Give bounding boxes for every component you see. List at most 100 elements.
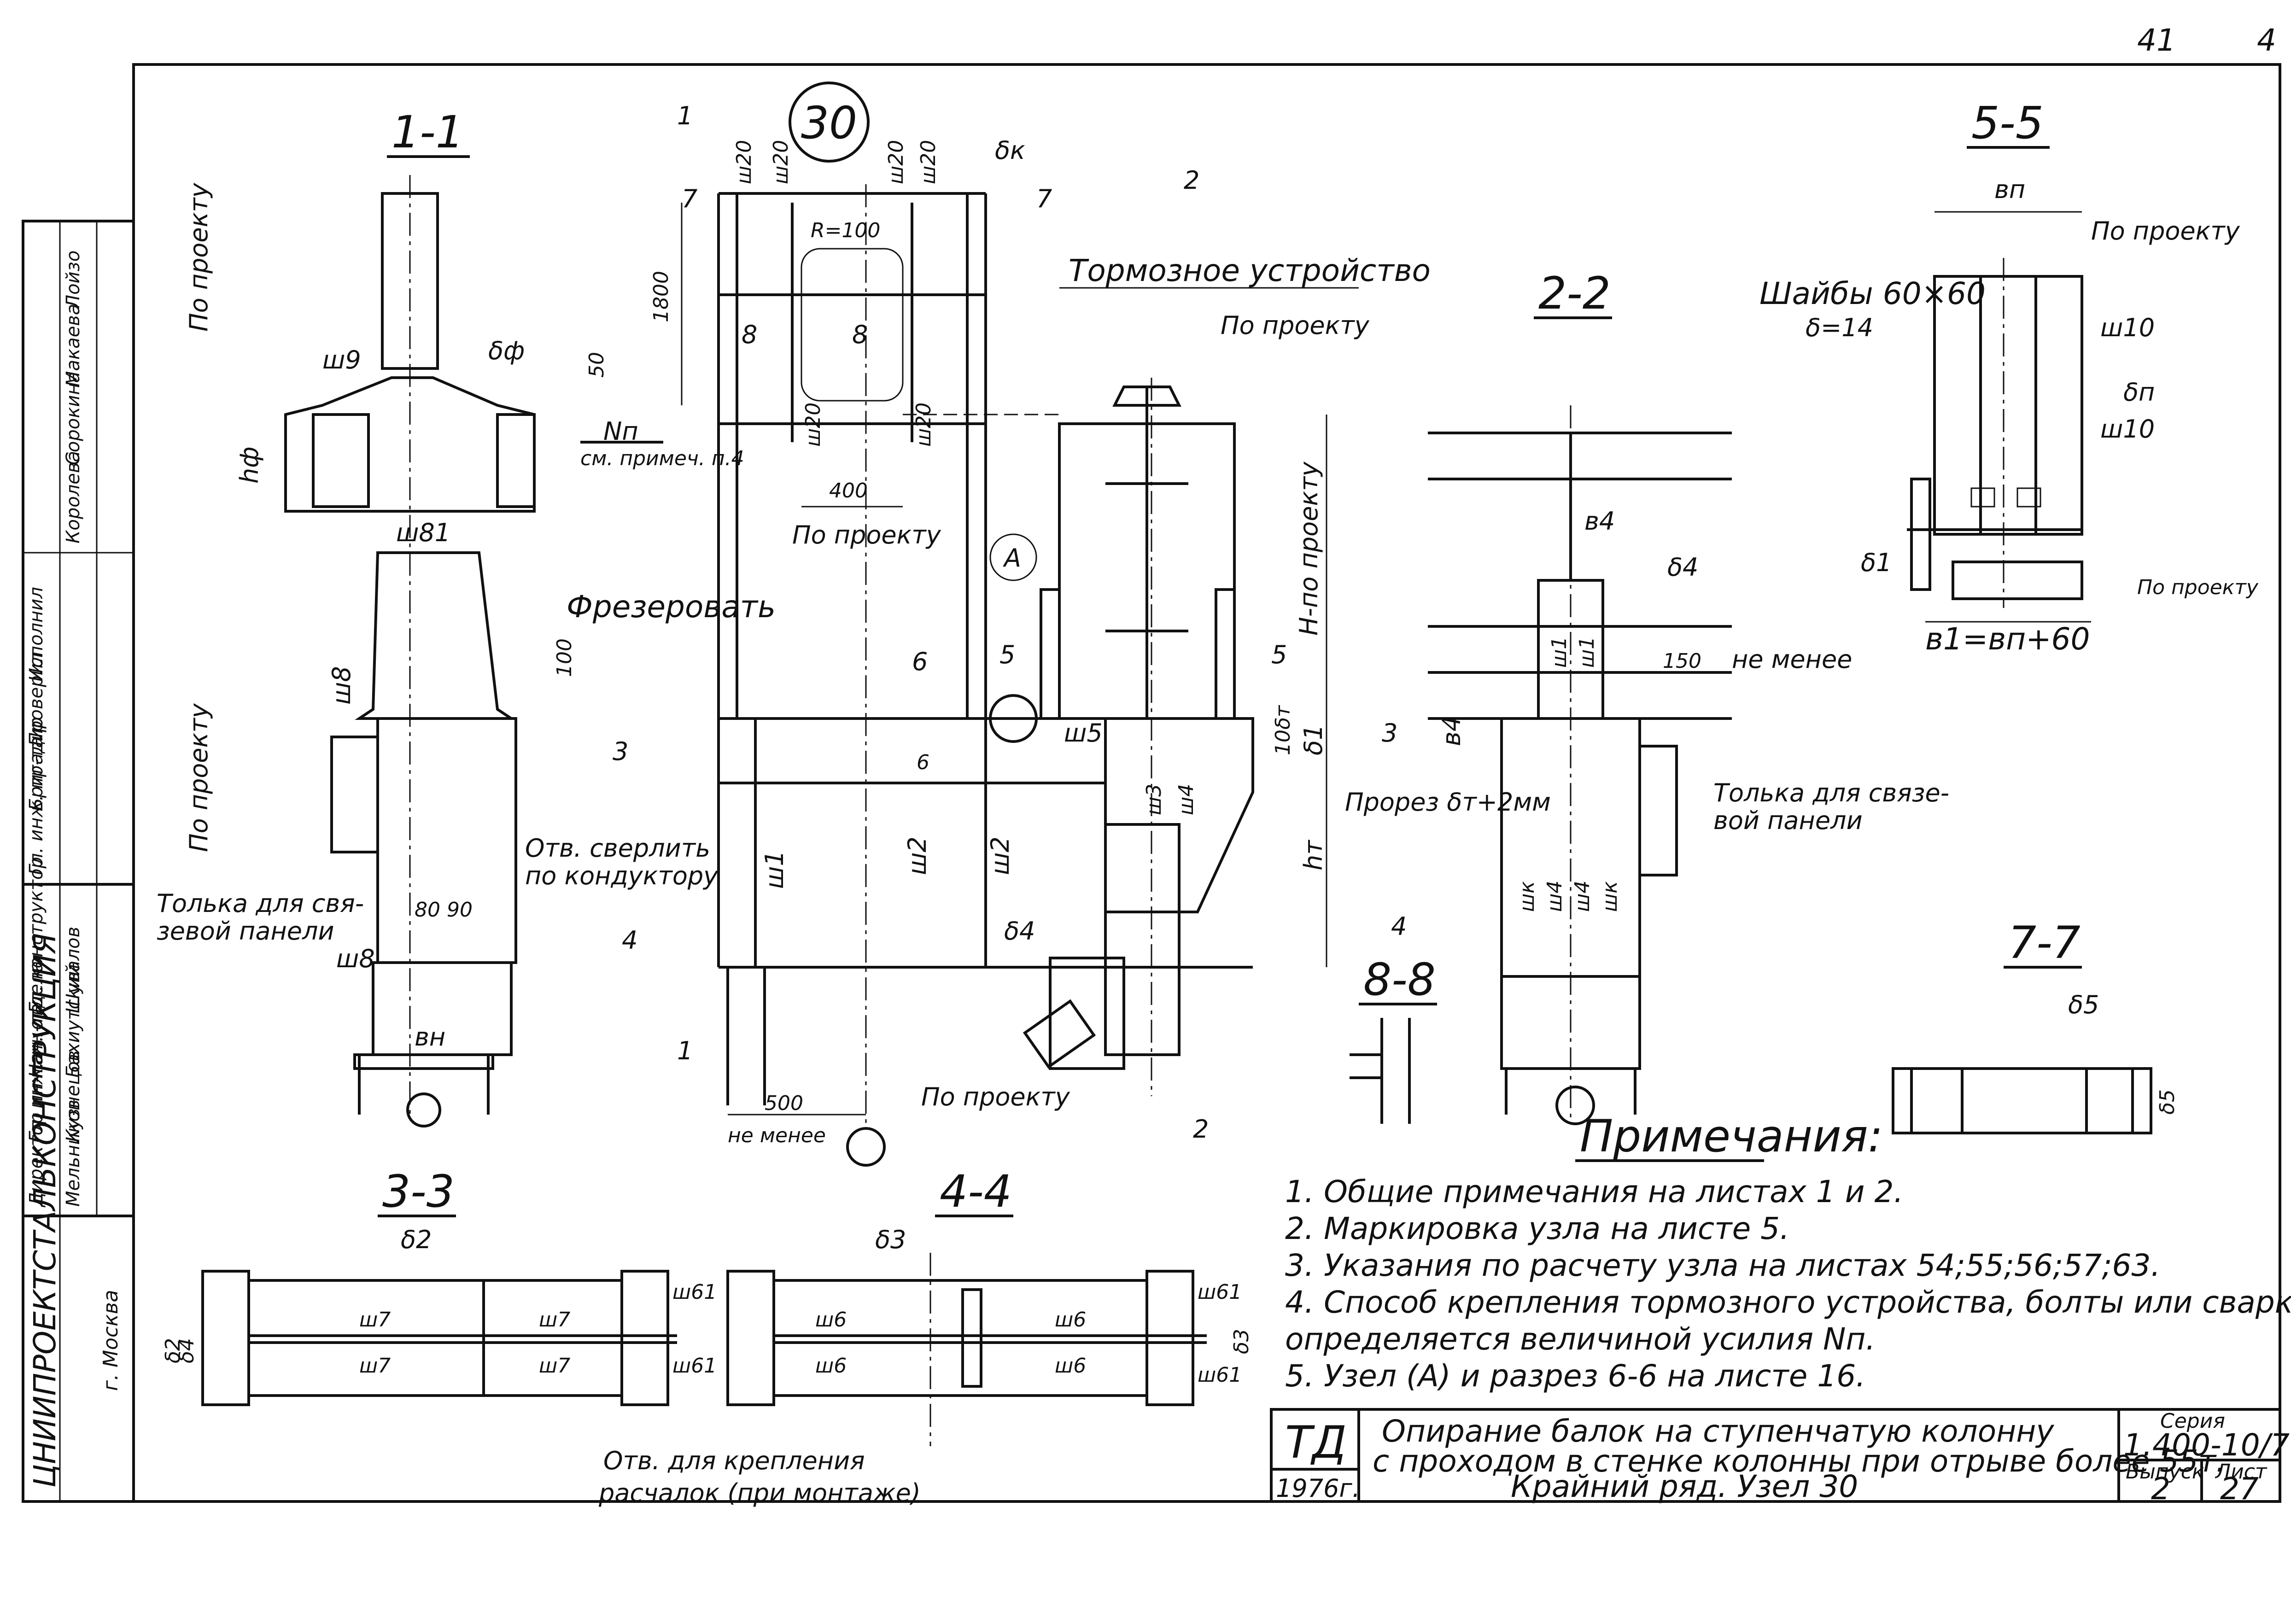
s33-d2: δ2: [401, 1225, 432, 1254]
cut-7-right: 7: [1036, 184, 1052, 213]
s22-b4: в4: [1584, 507, 1615, 536]
stamp-role: Гл. инж. пр-та: [26, 736, 47, 875]
section-5-5: 5-5 вп По проекту По проекту Шайбы 60×60…: [1759, 97, 2259, 657]
s11-tolka-1: Толька для свя-: [157, 889, 364, 918]
s11-otv-2: по кондуктору: [525, 861, 719, 890]
stamp-role: Директор ин-та: [26, 1054, 47, 1208]
note-1: 1. Общие примечания на листах 1 и 2.: [1285, 1174, 1903, 1209]
main-ne-menee: не менее: [728, 1124, 826, 1147]
stamp-name: Кузнецов: [63, 1051, 84, 1142]
section-title-8-8: 8-8: [1363, 954, 1436, 1005]
node-badge-circle: [789, 82, 870, 163]
main-ht: hт: [1299, 840, 1328, 870]
section-8-8: 8-8: [1350, 954, 1437, 1124]
cut-1-top: 1: [677, 101, 693, 130]
main-elevation: А 1800 400 500 не менее R=100 Тормозное …: [567, 101, 1431, 1167]
note-4: 4. Способ крепления тормозного устройств…: [1285, 1285, 2291, 1320]
s11-hf: hф: [235, 447, 264, 484]
s55-d1: δ1: [1861, 548, 1892, 577]
s44-sh6-3: ш6: [1055, 1308, 1086, 1332]
stamp-name: Лойзо: [63, 251, 84, 310]
s55-sh10-2: ш10: [2100, 415, 2155, 444]
s22-b4-side: в4: [1437, 716, 1466, 746]
main-sh4: ш4: [1175, 784, 1198, 815]
s77-d5-side: δ5: [2156, 1089, 2179, 1115]
s11-sh8: ш8: [327, 666, 356, 705]
cut-1-bottom: 1: [677, 1036, 693, 1065]
s55-b1-formula: в1=вп+60: [1925, 621, 2090, 657]
main-po-proektu-2: По проекту: [792, 520, 941, 549]
stamp-name: Мельников: [63, 1099, 84, 1207]
s55-bp: вп: [1994, 175, 2025, 204]
stamp-name: Сорокина: [63, 372, 84, 465]
main-a-mark: А: [1003, 543, 1021, 572]
s44-otv-1: Отв. для крепления: [603, 1446, 865, 1475]
s22-prorez: Прорез δт+2мм: [1345, 788, 1551, 817]
stamp-name: Макаева: [63, 304, 84, 387]
note-4b: определяется величиной усилия Nп.: [1285, 1321, 1876, 1357]
note-2: 2. Маркировка узла на листе 5.: [1285, 1211, 1789, 1246]
s11-df: δф: [488, 336, 525, 365]
s22-ne-menee: не менее: [1732, 645, 1852, 674]
section-title-3-3: 3-3: [382, 1166, 455, 1217]
title-series-label: Серия: [2160, 1409, 2225, 1433]
cut-2-top: 2: [1184, 166, 1199, 195]
title-year: 1976г.: [1276, 1474, 1360, 1503]
cut-4: 4: [622, 926, 637, 955]
notes: Примечания: 1. Общие примечания на листа…: [1285, 1110, 2291, 1394]
cut-5-left: 5: [999, 640, 1015, 669]
main-sh20-4: ш20: [917, 140, 940, 184]
s22-cut-3: 3: [1382, 719, 1397, 748]
stamp-role: Исполнил: [26, 587, 47, 682]
s44-d3-side: δ3: [1230, 1329, 1253, 1354]
main-sh2-a: ш2: [903, 836, 932, 875]
title-list-label: Лист: [2215, 1460, 2268, 1484]
s22-sh4-2: ш4: [1571, 881, 1594, 912]
s44-otv-2: расчалок (при монтаже): [598, 1478, 921, 1507]
stamp-role: Бригадир: [26, 717, 47, 811]
main-frezerovat: Фрезеровать: [567, 589, 776, 625]
s55-sh10-1: ш10: [2100, 313, 2155, 342]
note-3: 3. Указания по расчету узла на листах 54…: [1285, 1248, 2160, 1283]
s44-d3: δ3: [875, 1225, 906, 1254]
s22-cut-4: 4: [1391, 912, 1407, 941]
cut-8-right: 8: [852, 320, 868, 349]
main-1800: 1800: [649, 271, 673, 322]
title-vypusk-label: Выпуск: [2126, 1460, 2204, 1484]
stamp-name: Королева: [63, 451, 84, 543]
title-list-value: 27: [2220, 1471, 2259, 1507]
s22-sh1-2: ш1: [1575, 637, 1599, 668]
title-vypusk-value: 2: [2151, 1471, 2170, 1507]
section-title-2-2: 2-2: [1538, 268, 1611, 319]
node-badge: 30: [801, 97, 857, 149]
main-po-proektu-1: По проекту: [1221, 311, 1370, 340]
main-sh20-5: ш20: [801, 403, 825, 447]
s44-sh61-3: ш61: [1198, 1280, 1242, 1304]
section-4-4: 4-4 δ3 ш6 ш6 ш6 ш6 ш61 ш61 ш61 ш61 δ3 От…: [598, 1166, 1253, 1507]
section-title-7-7: 7-7: [2008, 917, 2081, 969]
main-d4: δ4: [1004, 917, 1035, 946]
main-tormoznoe: Тормозное устройство: [1069, 253, 1431, 288]
stamp-role: Гл. конструктор: [26, 857, 47, 1013]
main-sh20-6: ш20: [912, 403, 935, 447]
s33-d4-side: δ4: [175, 1338, 199, 1363]
main-sh5: ш5: [1064, 719, 1103, 748]
s44-sh6-4: ш6: [1055, 1354, 1086, 1378]
s22-shk-1: шк: [1515, 881, 1539, 912]
s22-shk-2: шк: [1598, 881, 1622, 912]
cut-5-right: 5: [1271, 640, 1287, 669]
stamp-name: Бахиутский: [63, 964, 84, 1078]
s44-sh61-1: ш61: [672, 1280, 717, 1304]
stamp-org: ЦНИИПРОЕКТСТАЛЬКОНСТРУКЦИЯ: [27, 933, 63, 1488]
title-block: ТД 1976г. Опирание балок на ступенчатую …: [1270, 1408, 2291, 1507]
notes-title: Примечания:: [1580, 1110, 1883, 1162]
main-dt-hint: 10δт: [1271, 705, 1295, 755]
s22-150: 150: [1663, 649, 1701, 673]
s55-shaiby-1: Шайбы 60×60: [1759, 276, 1986, 311]
s33-sh7-3: ш7: [539, 1308, 570, 1332]
title-series-value: 1.400-10/76: [2123, 1427, 2291, 1463]
main-sh20-3: ш20: [884, 140, 908, 184]
title-line-3: Крайний ряд. Узел 30: [1511, 1469, 1858, 1504]
section-1-1: 1-1 По проекту По проекту ш9 δф ш81 80 9…: [157, 106, 744, 1127]
